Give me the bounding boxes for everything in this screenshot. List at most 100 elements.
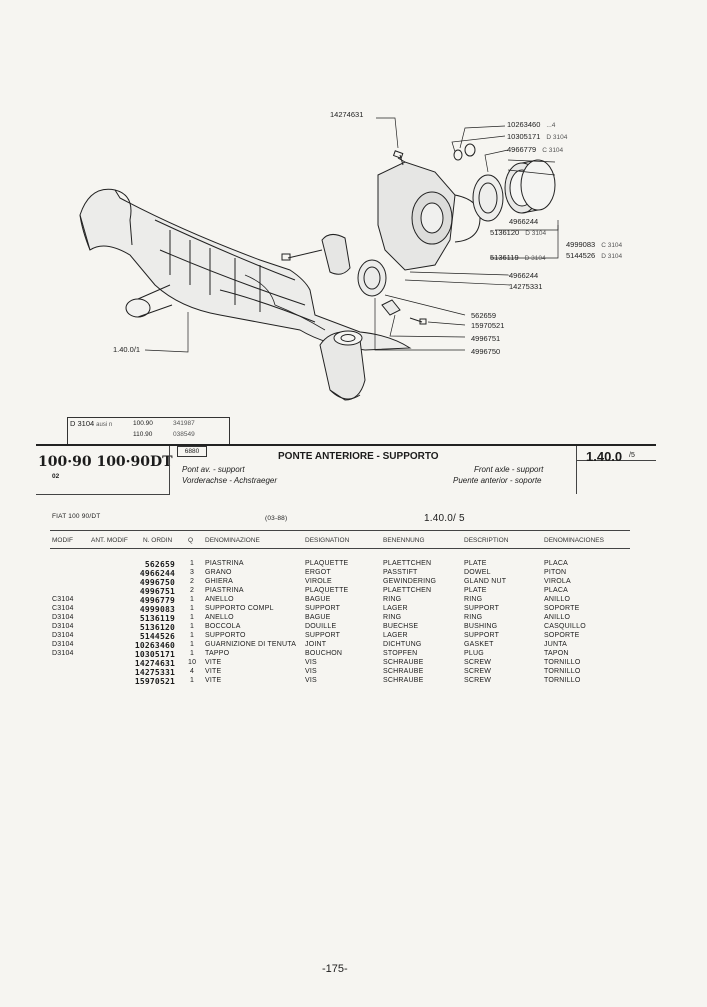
- cell-en: BUSHING: [464, 623, 498, 630]
- table-row: 14274631 10 VITE VIS SCHRAUBE SCREW TORN…: [50, 659, 630, 668]
- cell-fr: SUPPORT: [305, 632, 341, 639]
- cell-qty: 3: [190, 569, 195, 576]
- model-title: 100·90 100·90DT: [38, 454, 173, 470]
- cell-part-number: 14275331: [134, 668, 175, 677]
- table-fiat-label: FIAT 100 90/DT: [52, 513, 101, 520]
- cell-qty: 1: [190, 614, 195, 621]
- cell-qty: 2: [190, 587, 195, 594]
- table-row: D3104 10263460 1 GUARNIZIONE DI TENUTA J…: [50, 641, 630, 650]
- cell-fr: DOUILLE: [305, 623, 337, 630]
- cell-it: VITE: [205, 677, 222, 684]
- subtitle-es: Puente anterior - soporte: [453, 476, 542, 485]
- cell-fr: BAGUE: [305, 614, 331, 621]
- cell-de: DICHTUNG: [383, 641, 422, 648]
- table-date: (03-88): [265, 515, 288, 522]
- section-reference: 1.40.0: [586, 449, 623, 464]
- table-row: 15970521 1 VITE VIS SCHRAUBE SCREW TORNI…: [50, 677, 630, 686]
- cell-de: SCHRAUBE: [383, 668, 424, 675]
- cell-it: SUPPORTO: [205, 632, 246, 639]
- cell-qty: 1: [190, 605, 195, 612]
- cell-de: SCHRAUBE: [383, 677, 424, 684]
- cell-de: STOPFEN: [383, 650, 418, 657]
- cell-it: TAPPO: [205, 650, 230, 657]
- header-divider: [576, 460, 656, 461]
- cell-qty: 1: [190, 596, 195, 603]
- table-row: 4966244 3 GRANO ERGOT PASSTIFT DOWEL PIT…: [50, 569, 630, 578]
- cell-it: VITE: [205, 659, 222, 666]
- cell-it: PIASTRINA: [205, 587, 244, 594]
- page-title: PONTE ANTERIORE - SUPPORTO: [278, 451, 439, 462]
- cell-modif: D3104: [52, 632, 74, 639]
- cell-fr: PLAQUETTE: [305, 587, 349, 594]
- cell-qty: 1: [190, 560, 195, 567]
- cell-fr: BOUCHON: [305, 650, 343, 657]
- exploded-view-drawing: [79, 117, 559, 401]
- cell-qty: 10: [188, 659, 197, 666]
- cell-de: LAGER: [383, 605, 408, 612]
- subtitle-en: Front axle - support: [474, 465, 544, 474]
- cell-de: PASSTIFT: [383, 569, 418, 576]
- callout-562659: 562659: [471, 311, 497, 320]
- cell-es: TORNILLO: [544, 659, 581, 666]
- section-reference-suffix: /5: [629, 452, 635, 459]
- cell-fr: VIS: [305, 677, 317, 684]
- cell-es: CASQUILLO: [544, 623, 586, 630]
- col-denominaciones: DENOMINACIONES: [544, 537, 604, 544]
- cell-it: GUARNIZIONE DI TENUTA: [205, 641, 297, 648]
- callout-4996750: 4996750: [471, 347, 501, 356]
- cell-en: GASKET: [464, 641, 494, 648]
- page-number: -175-: [322, 963, 348, 975]
- callout-14275331: 14275331: [509, 282, 543, 291]
- callout-4996751: 4996751: [471, 334, 501, 343]
- callout-figure-ref: 1.40.0/1: [113, 345, 141, 354]
- cell-de: PLAETTCHEN: [383, 587, 432, 594]
- cell-es: SOPORTE: [544, 632, 580, 639]
- col-ant-modif: ANT. MODIF: [91, 537, 128, 544]
- cell-en: PLATE: [464, 560, 487, 567]
- cell-modif: C3104: [52, 596, 74, 603]
- table-row: 562659 1 PIASTRINA PLAQUETTE PLAETTCHEN …: [50, 560, 630, 569]
- table-row: D3104 5136119 1 ANELLO BAGUE RING RING A…: [50, 614, 630, 623]
- header-rule: [36, 444, 656, 446]
- cell-en: GLAND NUT: [464, 578, 507, 585]
- header-divider: [576, 446, 577, 494]
- cell-modif: D3104: [52, 650, 74, 657]
- cell-it: ANELLO: [205, 596, 234, 603]
- cell-es: PLACA: [544, 587, 568, 594]
- cell-de: GEWINDERING: [383, 578, 437, 585]
- cell-part-number: 4966244: [139, 569, 175, 578]
- callout-15970521: 15970521: [471, 321, 505, 330]
- cell-es: TORNILLO: [544, 677, 581, 684]
- cell-es: SOPORTE: [544, 605, 580, 612]
- variant-model: 110.90: [133, 431, 153, 438]
- cell-es: VIROLA: [544, 578, 571, 585]
- cell-qty: 1: [190, 641, 195, 648]
- cell-qty: 1: [190, 632, 195, 639]
- callout-4966244-top: 4966244: [509, 217, 539, 226]
- cell-part-number: 4996779: [139, 596, 175, 605]
- cell-en: PLATE: [464, 587, 487, 594]
- model-subcode: 02: [52, 473, 60, 480]
- cell-part-number: 5136119: [139, 614, 175, 623]
- cell-de: LAGER: [383, 632, 408, 639]
- variant-serial: 038549: [173, 431, 195, 438]
- table-reference: 1.40.0/ 5: [424, 513, 465, 524]
- cell-it: BOCCOLA: [205, 623, 241, 630]
- table-row: C3104 4999083 1 SUPPORTO COMPL SUPPORT L…: [50, 605, 630, 614]
- cell-it: PIASTRINA: [205, 560, 244, 567]
- cell-de: BUECHSE: [383, 623, 419, 630]
- cell-part-number: 562659: [144, 560, 175, 569]
- table-row: 4996751 2 PIASTRINA PLAQUETTE PLAETTCHEN…: [50, 587, 630, 596]
- col-designation: DESIGNATION: [305, 537, 350, 544]
- variant-model: 100.90: [133, 420, 153, 427]
- cell-part-number: 4999083: [139, 605, 175, 614]
- cell-it: GHIERA: [205, 578, 234, 585]
- cell-de: PLAETTCHEN: [383, 560, 432, 567]
- cell-fr: VIS: [305, 668, 317, 675]
- cell-part-number: 4996750: [139, 578, 175, 587]
